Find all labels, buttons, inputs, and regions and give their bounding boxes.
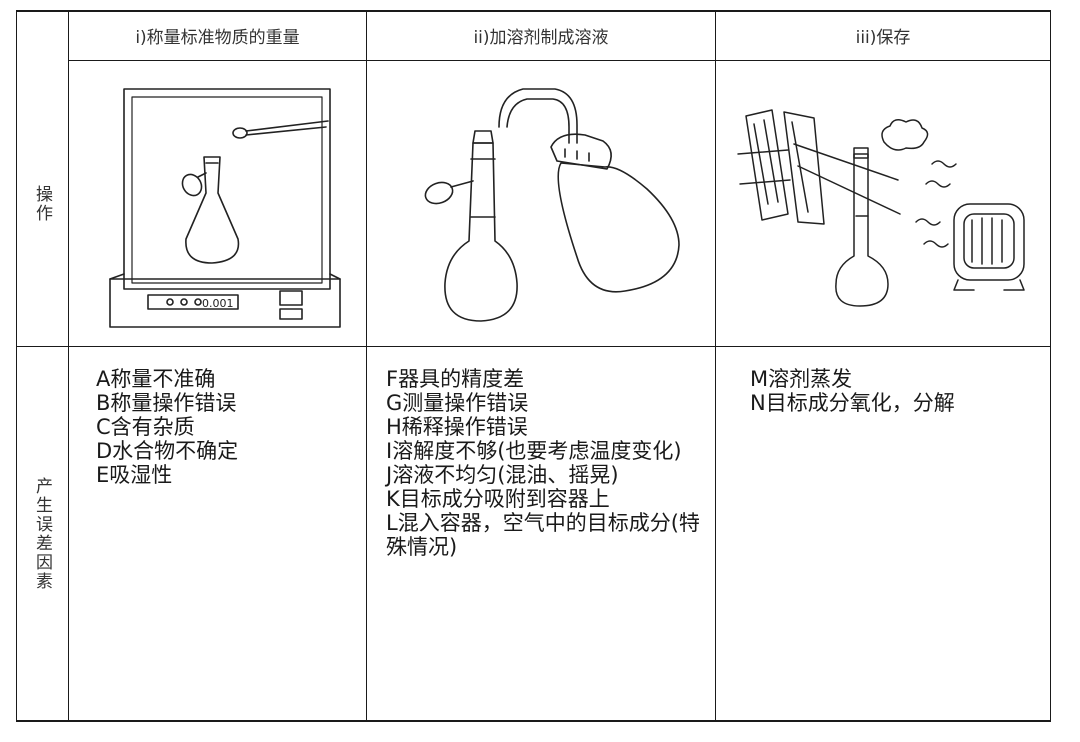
list-item: B称量操作错误 [96, 391, 237, 415]
list-item: K目标成分吸附到容器上 [386, 487, 610, 511]
factor-list-dissolving: F器具的精度差 G测量操作错误 H稀释操作错误 I溶解度不够(也要考虑温度变化)… [386, 367, 701, 559]
factor-list-storage: M溶剂蒸发 N目标成分氧化，分解 [750, 367, 1040, 415]
list-item: M溶剂蒸发 [750, 367, 853, 391]
list-item: H稀释操作错误 [386, 415, 528, 439]
list-item: D水合物不确定 [96, 439, 239, 463]
balance-readout: 0.001 [202, 297, 234, 310]
row-label-error-factors: 产生误差因素 [17, 347, 68, 720]
list-item: C含有杂质 [96, 415, 195, 439]
table-border-right [1050, 10, 1052, 721]
header-storage-label: iii)保存 [855, 28, 911, 48]
list-item: J溶液不均匀(混油、摇晃) [386, 463, 619, 487]
column-divider-2 [715, 10, 717, 721]
header-weighing-label: i)称量标准物质的重量 [135, 28, 300, 48]
table-border-left [16, 10, 18, 721]
label-column-divider [68, 10, 70, 721]
row-divider [16, 346, 1051, 348]
row-label-error-factors-text: 产生误差因素 [32, 476, 52, 591]
balance-weighing-icon: 0.001 [69, 61, 366, 346]
column-divider-1 [366, 10, 368, 721]
header-weighing: i)称量标准物质的重量 [69, 11, 366, 60]
header-storage: iii)保存 [716, 11, 1050, 60]
table-border-bottom [16, 720, 1051, 722]
header-divider [68, 60, 1051, 62]
table-border-top [16, 10, 1051, 12]
row-label-operation: 操作 [17, 61, 68, 346]
header-dissolving: ii)加溶剂制成溶液 [367, 11, 715, 60]
wash-bottle-flask-icon [367, 61, 715, 346]
list-item: F器具的精度差 [386, 367, 525, 391]
header-dissolving-label: ii)加溶剂制成溶液 [473, 28, 609, 48]
storage-heater-flask-icon [716, 61, 1050, 346]
list-item: N目标成分氧化，分解 [750, 391, 955, 415]
list-item: A称量不准确 [96, 367, 216, 391]
factor-list-weighing: A称量不准确 B称量操作错误 C含有杂质 D水合物不确定 E吸湿性 [96, 367, 358, 487]
list-item: E吸湿性 [96, 463, 173, 487]
list-item: I溶解度不够(也要考虑温度变化) [386, 439, 682, 463]
row-label-operation-text: 操作 [32, 184, 52, 223]
list-item: G测量操作错误 [386, 391, 529, 415]
list-item: L混入容器，空气中的目标成分(特殊情况) [386, 511, 700, 559]
